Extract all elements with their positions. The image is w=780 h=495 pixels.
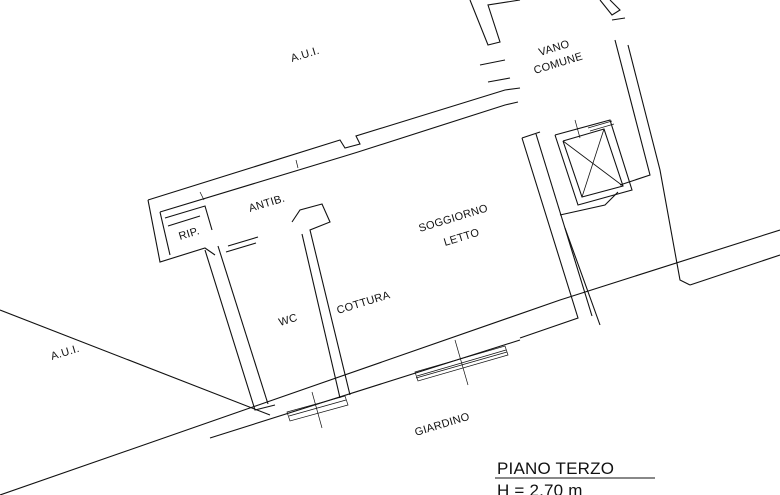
label-giardino: GIARDINO xyxy=(413,411,471,439)
room-labels: A.U.I. A.U.I. VANO COMUNE ANTIB. RIP. SO… xyxy=(49,38,584,439)
site-boundary xyxy=(0,229,780,495)
floor-title: PIANO TERZO xyxy=(497,459,614,478)
apartment-outer-walls xyxy=(147,39,691,411)
label-rip: RIP. xyxy=(177,225,201,243)
label-wc: WC xyxy=(277,312,299,329)
label-soggiorno: SOGGIORNO xyxy=(417,202,489,234)
top-block-walls xyxy=(469,0,626,83)
windows xyxy=(199,119,615,429)
window-shaft xyxy=(574,119,615,139)
label-cottura: COTTURA xyxy=(335,289,392,317)
label-antib: ANTIB. xyxy=(247,193,286,215)
title-block: PIANO TERZO H = 2,70 m xyxy=(495,459,655,495)
floor-height: H = 2,70 m xyxy=(497,481,583,495)
label-aui-left: A.U.I. xyxy=(49,343,81,363)
window-wc xyxy=(286,391,349,429)
window-soggiorno xyxy=(414,339,509,386)
label-letto: LETTO xyxy=(442,227,481,249)
label-aui-top: A.U.I. xyxy=(289,45,321,65)
